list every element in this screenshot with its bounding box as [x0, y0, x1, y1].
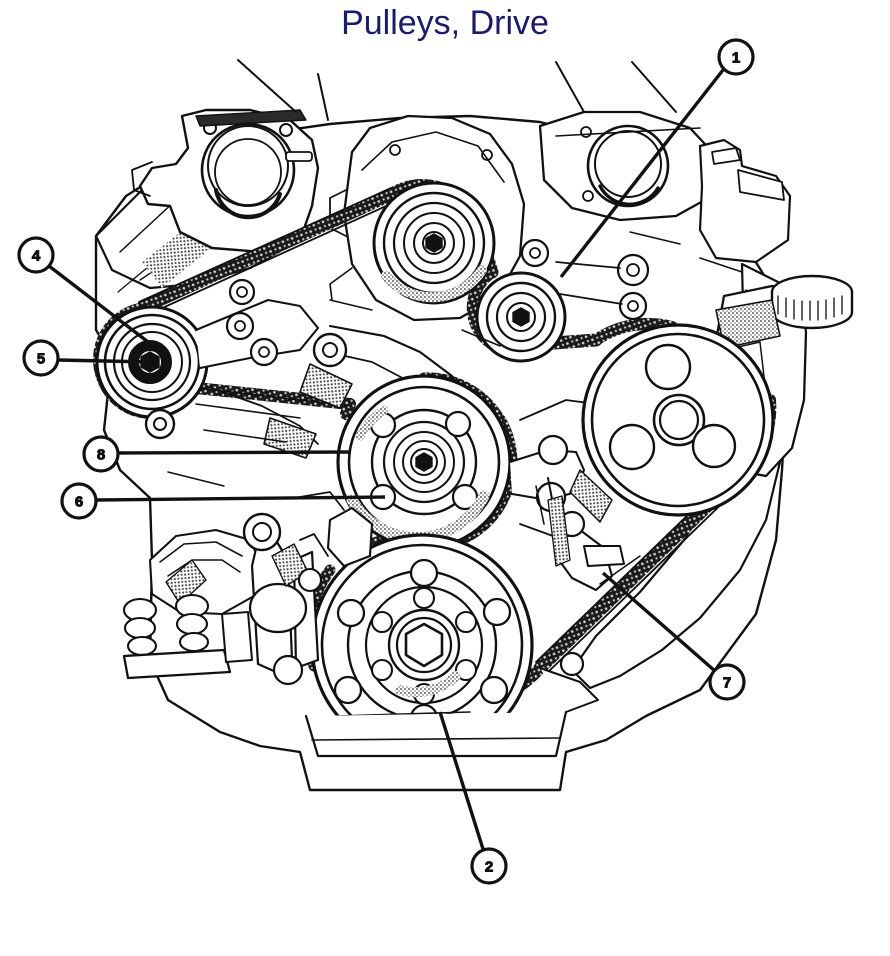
callout-5-bubble — [22, 339, 60, 377]
callout-7-label: 7 — [723, 675, 731, 692]
callout-6-label: 6 — [75, 494, 83, 511]
center-column — [293, 491, 374, 568]
callout-2-leader — [438, 711, 485, 850]
callout-group: 1 2 4 5 6 — [17, 38, 755, 885]
callout-4-bubble — [17, 236, 55, 274]
callout-1-bubble — [717, 38, 755, 76]
power-steering-pump-pulley — [581, 323, 775, 517]
callout-7-leader — [601, 571, 717, 673]
callout-4-leader — [47, 264, 154, 347]
callout-4-label: 4 — [32, 248, 41, 265]
callout-5-leader — [57, 358, 153, 364]
lower-crankcase — [304, 651, 599, 758]
callout-1-leader — [559, 68, 725, 279]
callout-6[interactable]: 6 — [60, 482, 386, 520]
callout-2-bubble — [470, 847, 508, 885]
page-title: Pulleys, Drive — [341, 4, 549, 42]
generator-mount-arm — [508, 399, 613, 557]
callout-8-leader — [117, 450, 352, 455]
lower-center-rails — [242, 512, 329, 686]
callout-1[interactable]: 1 — [559, 38, 755, 279]
water-pump-pulley — [372, 181, 496, 305]
callout-7[interactable]: 7 — [601, 571, 746, 701]
misc-detail-strokes — [167, 231, 743, 585]
callout-8[interactable]: 8 — [82, 435, 352, 473]
callout-8-label: 8 — [97, 447, 105, 464]
callout-2[interactable]: 2 — [438, 711, 508, 885]
callout-2-label: 2 — [485, 859, 493, 876]
callout-5[interactable]: 5 — [22, 339, 153, 377]
callout-1-label: 1 — [732, 50, 740, 67]
callout-8-bubble — [82, 435, 120, 473]
right-middle-hardware — [535, 477, 625, 592]
right-cylinder-head — [538, 110, 718, 222]
callout-4[interactable]: 4 — [17, 236, 154, 347]
lower-left-block-detail — [122, 528, 264, 680]
right-upper-bracket — [555, 61, 792, 264]
callout-6-bubble — [60, 482, 98, 520]
callout-5-label: 5 — [37, 351, 45, 368]
top-left-detail-lines — [237, 59, 329, 121]
idler-pulleys-small — [520, 238, 650, 321]
callout-7-bubble — [708, 663, 746, 701]
idler-bracket-upper — [249, 324, 472, 459]
intake-boss-left — [131, 108, 320, 254]
belt-tensioner-pulley — [475, 271, 567, 363]
callout-6-leader — [95, 495, 386, 502]
